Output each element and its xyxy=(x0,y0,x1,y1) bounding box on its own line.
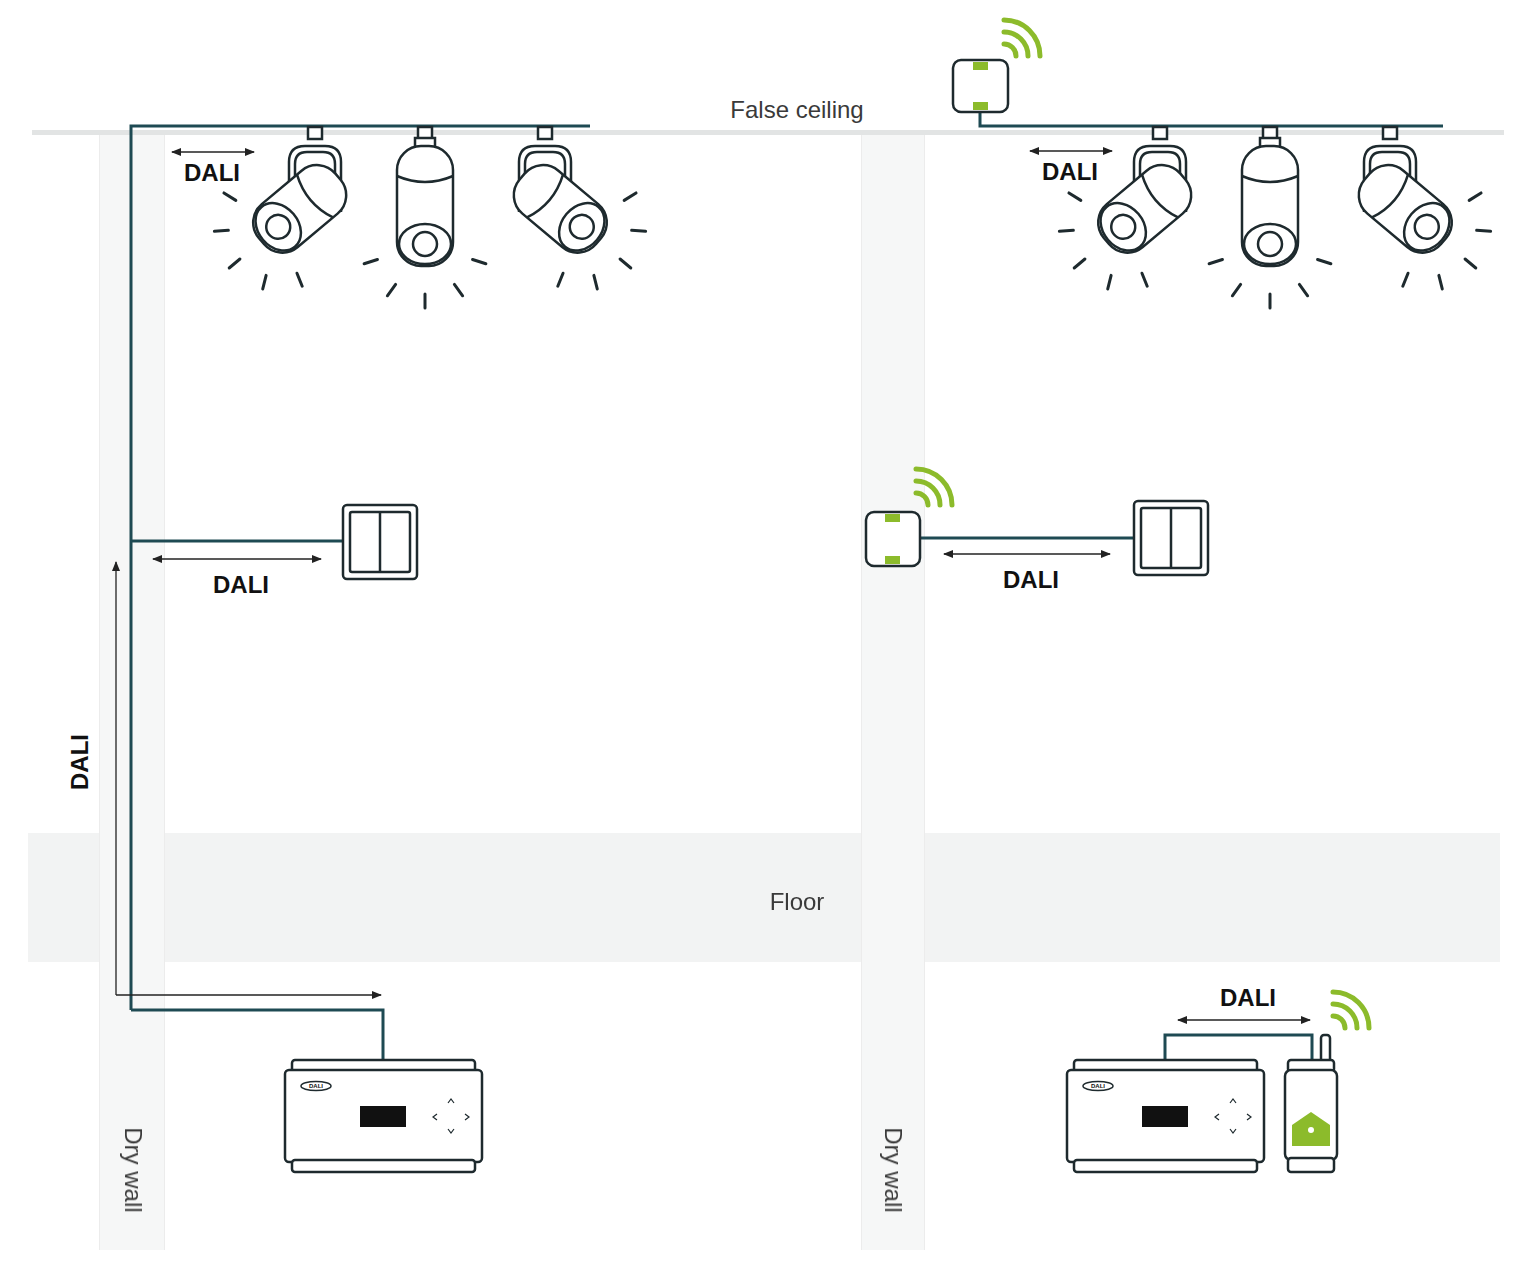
ceiling-strip xyxy=(32,130,1504,135)
dali-controllers xyxy=(285,1060,1264,1172)
bus-label: DALI xyxy=(184,159,240,187)
dali-wires xyxy=(131,112,1443,1060)
wireless-modules xyxy=(866,60,1008,566)
dry-wall-band: Dry wall xyxy=(861,133,925,1250)
bus-label: DALI xyxy=(1220,984,1276,1012)
controller-box xyxy=(285,1060,482,1172)
spotlight xyxy=(190,127,377,315)
wall-switches xyxy=(343,501,1208,579)
spotlight xyxy=(1035,127,1222,315)
wireless-waves xyxy=(916,20,1369,1028)
spotlight xyxy=(483,127,670,315)
controller-box xyxy=(1067,1060,1264,1172)
gateway-device xyxy=(1285,1035,1337,1172)
bus-label: DALI xyxy=(213,571,269,599)
band-label: Dry wall xyxy=(879,1127,907,1212)
logo-text: DALI xyxy=(309,1083,323,1089)
bus-label: DALI xyxy=(1042,158,1098,186)
spotlight xyxy=(1209,127,1331,308)
spotlight xyxy=(364,127,486,308)
logo-text: DALI xyxy=(1091,1083,1105,1089)
spotlight xyxy=(1328,127,1515,315)
dimension-arrows xyxy=(116,151,1310,1020)
floor-band: Floor xyxy=(28,833,1500,962)
band-label: Dry wall xyxy=(119,1127,147,1212)
spotlights xyxy=(190,127,1515,315)
bus-label: DALI xyxy=(1003,566,1059,594)
bus-label: DALI xyxy=(66,734,94,790)
band-label: Floor xyxy=(770,888,825,916)
ceiling-label: False ceiling xyxy=(730,96,863,124)
